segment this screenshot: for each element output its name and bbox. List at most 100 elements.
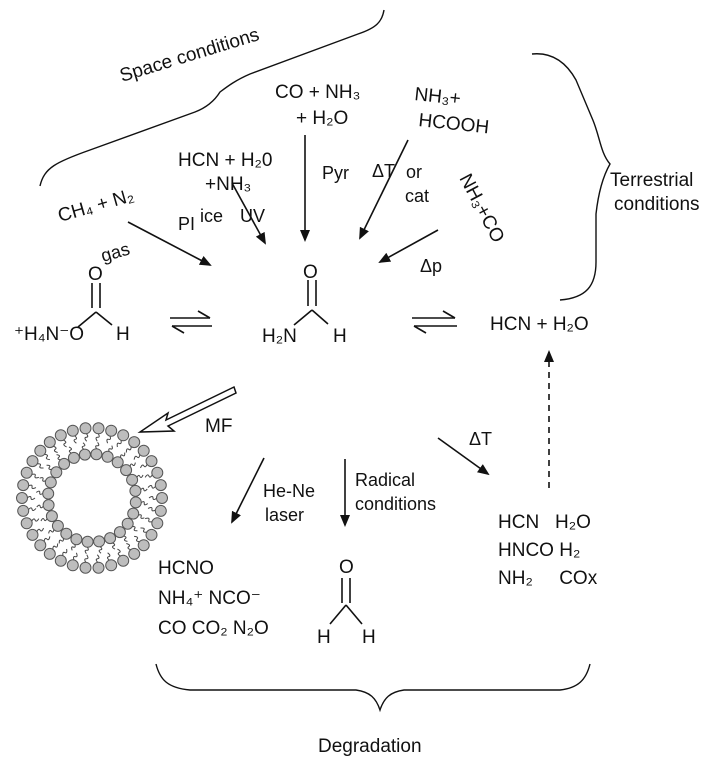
- condition-uv: UV: [240, 206, 265, 226]
- condition-he-ne-line2: laser: [265, 505, 304, 525]
- condition-delta-p: Δp: [420, 256, 442, 276]
- lipid-head-outer: [17, 504, 30, 517]
- product-right-1: HCN H₂O: [498, 512, 591, 533]
- lipid-head-outer: [34, 444, 47, 457]
- product-left-1: HCNO: [158, 558, 214, 579]
- lipid-tail: [125, 446, 132, 453]
- lipid-head-inner: [120, 464, 133, 477]
- lipid-tail: [84, 432, 89, 442]
- lipid-head-inner: [70, 533, 83, 546]
- lipid-tail: [84, 546, 89, 555]
- product-left-3: CO CO₂ N₂O: [158, 618, 269, 639]
- lipid-tail: [120, 452, 126, 459]
- condition-ice: ice: [200, 206, 223, 226]
- lipid-tail: [108, 445, 113, 453]
- lipid-head-inner: [129, 484, 142, 497]
- lipid-tail: [36, 463, 44, 469]
- lipid-tail: [116, 439, 122, 448]
- terrestrial-label-line2: conditions: [614, 194, 700, 215]
- lipid-head-inner: [42, 499, 55, 512]
- product-right-3: NH₂ COx: [498, 568, 598, 589]
- lipid-head-inner: [44, 476, 57, 489]
- lipid-tail: [117, 548, 122, 557]
- lipid-head-outer: [79, 561, 92, 574]
- lipid-tail: [39, 477, 47, 482]
- lipid-tail: [147, 507, 157, 512]
- lipid-head-outer: [151, 517, 164, 530]
- lipid-head-outer: [54, 429, 67, 442]
- hcn-h2o-product: HCN + H₂O: [490, 314, 589, 335]
- lipid-head-outer: [43, 436, 56, 449]
- lipid-head-outer: [105, 559, 118, 572]
- lipid-head-inner: [58, 457, 71, 470]
- lipid-tail: [144, 474, 154, 478]
- lipid-head-outer: [154, 479, 167, 492]
- product-right-2: HNCO H₂: [498, 540, 580, 561]
- arrow-gas-to-formamide: [127, 221, 212, 266]
- mf-open-arrow: [137, 385, 237, 433]
- lipid-tail: [68, 446, 73, 454]
- lipid-head-inner: [127, 507, 140, 520]
- lipid-head-inner: [90, 448, 103, 461]
- lipid-head-outer: [34, 539, 47, 552]
- condition-mf: MF: [205, 416, 232, 437]
- lipid-head-outer: [20, 517, 33, 530]
- lipid-tail: [140, 501, 149, 506]
- formaldehyde-o: O: [339, 557, 354, 578]
- lipid-tail: [106, 435, 111, 444]
- formamide-molecule: H₂N O H: [262, 262, 347, 347]
- lipid-tail: [73, 552, 78, 561]
- lipid-tail: [95, 554, 100, 564]
- condition-delta-t-right: ΔT: [469, 429, 492, 449]
- lipid-tail: [31, 473, 39, 479]
- ammonium-formate-cation: ⁺H₄N⁻O: [14, 324, 84, 345]
- lipid-tail: [73, 435, 78, 444]
- product-left-2: NH₄⁺ NCO⁻: [158, 588, 261, 609]
- lipid-tail: [133, 454, 141, 460]
- lipid-tail: [36, 527, 45, 533]
- lipid-tail: [52, 543, 59, 550]
- lipid-tail: [137, 514, 145, 519]
- lipid-head-inner: [126, 473, 139, 486]
- arrow-co-to-formamide: [378, 229, 439, 263]
- condition-cat: cat: [405, 186, 429, 206]
- lipid-head-outer: [145, 528, 158, 541]
- reactant-nh3-co: NH₃+CO: [455, 170, 509, 246]
- lipid-head-outer: [128, 547, 141, 560]
- ammonium-formate-molecule: ⁺H₄N⁻O O H: [14, 264, 130, 345]
- lipid-head-inner: [121, 517, 134, 530]
- lipid-tail: [111, 542, 116, 550]
- lipid-head-inner: [50, 466, 63, 479]
- degradation-brace: [155, 663, 591, 713]
- condition-radical-line1: Radical: [355, 470, 415, 490]
- lipid-tail: [26, 496, 36, 500]
- lipid-tail: [36, 504, 45, 509]
- reactant-co-nh3-line1: CO + NH₃: [275, 82, 360, 103]
- condition-pi: PI: [178, 214, 195, 234]
- lipid-tail: [122, 535, 128, 542]
- lipid-head-outer: [79, 422, 92, 435]
- condition-delta-t: ΔT: [372, 161, 395, 181]
- lipid-head-outer: [156, 492, 168, 504]
- lipid-head-outer: [43, 547, 56, 560]
- lipid-vesicle-illustration: [16, 422, 168, 574]
- condition-gas: gas: [99, 239, 132, 266]
- lipid-head-outer: [154, 504, 167, 517]
- formamide-h: H: [333, 326, 347, 347]
- lipid-tail: [148, 496, 158, 500]
- lipid-tail: [62, 548, 68, 557]
- space-conditions-brace: [39, 9, 385, 187]
- equilibrium-arrows-right: [412, 310, 457, 334]
- formaldehyde-h-left: H: [317, 627, 331, 648]
- lipid-tail: [46, 464, 53, 470]
- lipid-head-outer: [145, 455, 158, 468]
- lipid-head-outer: [117, 554, 130, 567]
- lipid-tail: [84, 554, 89, 563]
- lipid-tail: [56, 454, 62, 461]
- lipid-head-inner: [67, 451, 80, 464]
- lipid-tail: [52, 445, 58, 453]
- lipid-tail: [43, 453, 50, 461]
- lipid-tail: [43, 536, 51, 542]
- reactant-nh3-hcooh-line2: HCOOH: [417, 110, 490, 138]
